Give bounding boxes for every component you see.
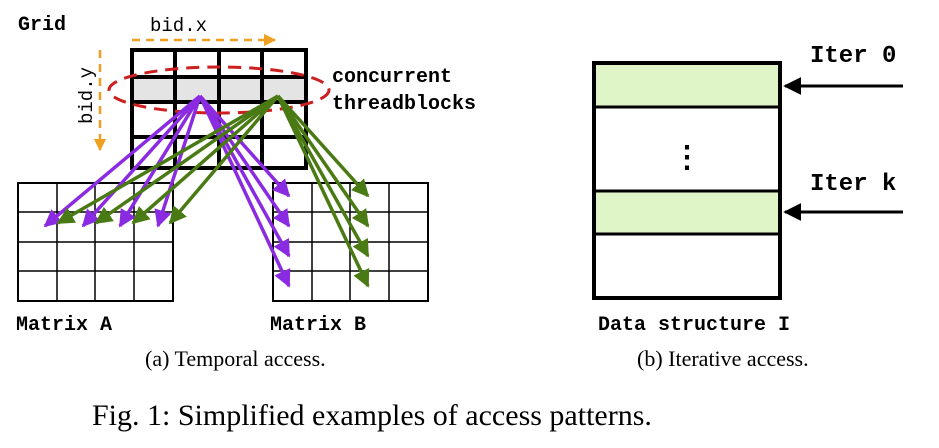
- purple-arrow: [43, 94, 202, 228]
- green-access-arrows: [56, 94, 370, 288]
- bid-x-label: bid.x: [150, 15, 207, 37]
- matrix-a-label: Matrix A: [16, 314, 112, 337]
- green-arrow: [56, 94, 279, 225]
- green-arrow: [276, 94, 370, 198]
- purple-arrow: [118, 95, 202, 228]
- iter-0-row: [594, 63, 780, 107]
- green-arrow: [131, 94, 280, 225]
- iter-k-row: [594, 191, 780, 234]
- panel-b: ⋮ Iter 0 Iter k Data structure I (b) Ite…: [592, 43, 903, 371]
- purple-arrow: [81, 94, 202, 228]
- concurrent-label: concurrent: [332, 66, 452, 89]
- purple-arrow: [198, 95, 291, 258]
- vertical-ellipsis: ⋮: [672, 141, 702, 174]
- iter-k-label: Iter k: [810, 171, 896, 198]
- matrix-b-label: Matrix B: [270, 314, 366, 337]
- data-structure-label: Data structure I: [598, 314, 790, 337]
- caption-b: (b) Iterative access.: [637, 346, 809, 371]
- green-arrow: [94, 94, 280, 225]
- green-arrow: [276, 95, 370, 228]
- iter-0-label: Iter 0: [810, 43, 896, 70]
- green-arrow: [276, 95, 370, 288]
- green-arrow: [168, 94, 280, 225]
- bid-y-label: bid.y: [76, 67, 98, 124]
- caption-a: (a) Temporal access.: [145, 346, 326, 371]
- data-structure-box: [592, 61, 782, 300]
- panel-a: Grid bid.x bid.y concurrent threadblocks: [16, 14, 476, 371]
- purple-access-arrows: [43, 94, 291, 288]
- green-arrow: [276, 95, 370, 258]
- grid-title: Grid: [18, 14, 66, 37]
- purple-arrow: [198, 95, 291, 288]
- purple-arrow: [198, 94, 291, 198]
- purple-arrow: [198, 95, 291, 228]
- concurrent-ellipse: [107, 65, 331, 115]
- threadblocks-label: threadblocks: [332, 93, 476, 116]
- figure-caption: Fig. 1: Simplified examples of access pa…: [92, 399, 652, 432]
- purple-arrow: [154, 95, 202, 228]
